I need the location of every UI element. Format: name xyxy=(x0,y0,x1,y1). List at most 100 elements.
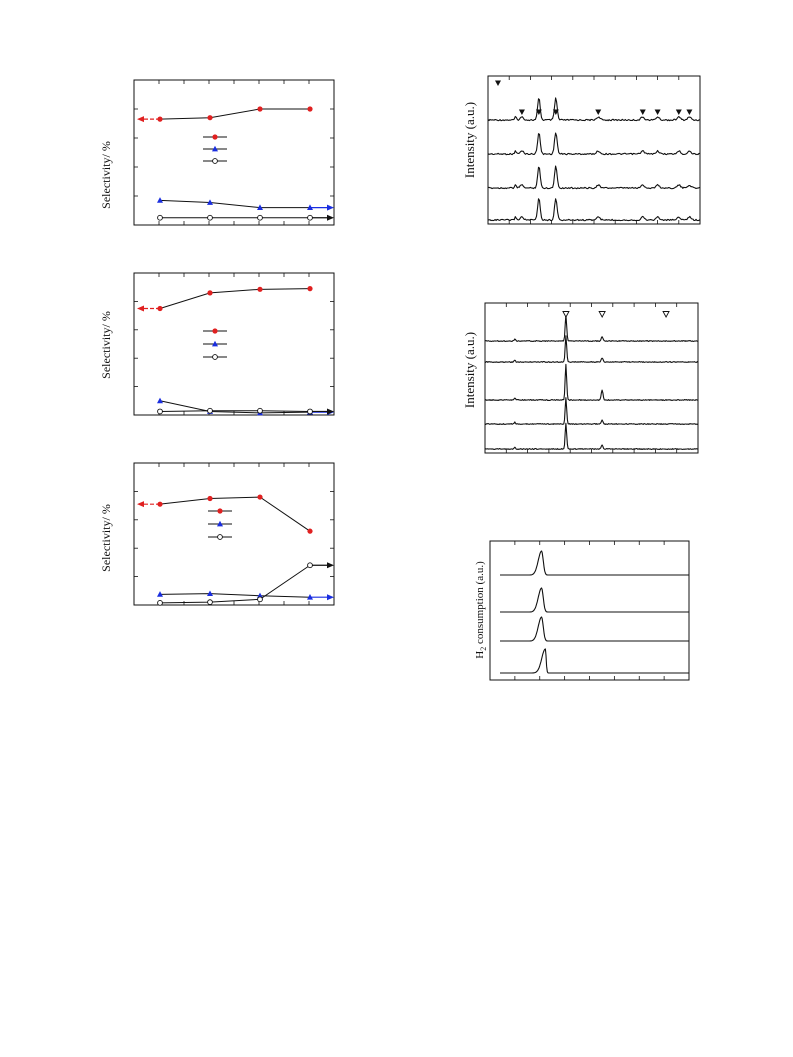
diffraction-curve xyxy=(484,314,699,342)
selectivity-chart-b: Selectivity/ % xyxy=(99,272,335,416)
data-point xyxy=(207,199,213,205)
plot-frame xyxy=(484,302,699,454)
diffraction-curve xyxy=(487,198,701,222)
tpr-curve xyxy=(500,587,689,613)
data-point xyxy=(307,204,313,210)
xrd-chart-a: Intensity (a.u.) xyxy=(462,75,701,225)
data-point xyxy=(257,407,263,414)
series-line xyxy=(159,496,311,532)
legend-marker xyxy=(212,158,218,164)
data-point xyxy=(157,600,163,606)
y-axis-label: Selectivity/ % xyxy=(99,504,113,572)
data-point xyxy=(307,214,313,221)
plot-frame xyxy=(489,540,690,681)
axis-arrow-head xyxy=(327,204,334,211)
data-point xyxy=(157,214,163,221)
y-axis-label-sub: 2 xyxy=(479,647,488,651)
phase-marker xyxy=(639,109,646,115)
series-line xyxy=(159,564,311,604)
plot-frame xyxy=(133,79,335,226)
diffraction-curve xyxy=(484,397,699,425)
data-point xyxy=(307,408,313,415)
data-point xyxy=(157,591,163,597)
phase-marker xyxy=(552,109,559,115)
series-line xyxy=(159,199,310,209)
series-line xyxy=(159,288,311,309)
legend-marker xyxy=(217,534,223,540)
axis-arrow-head xyxy=(137,116,144,123)
data-point xyxy=(157,305,163,312)
legend-marker xyxy=(212,340,218,347)
selectivity-chart-c: Selectivity/ % xyxy=(99,462,335,606)
diffraction-curve xyxy=(487,132,701,156)
data-point xyxy=(157,197,163,203)
legend-marker xyxy=(217,508,223,514)
data-point xyxy=(207,115,213,121)
series-line xyxy=(159,410,311,412)
data-point xyxy=(307,593,313,600)
series-line xyxy=(159,400,311,414)
tpr-curve xyxy=(500,616,689,642)
tpr-curve xyxy=(500,648,689,674)
tpr-curve xyxy=(500,550,689,576)
selectivity-chart-a: Selectivity/ % xyxy=(99,79,335,226)
diffraction-curve xyxy=(487,97,701,122)
data-point xyxy=(157,397,163,404)
phase-marker xyxy=(535,109,542,115)
data-point xyxy=(307,106,313,112)
data-point xyxy=(157,116,163,122)
axis-arrow-head xyxy=(327,562,334,569)
data-point xyxy=(257,286,263,292)
legend-marker xyxy=(212,145,218,152)
data-point xyxy=(207,590,213,597)
data-point xyxy=(257,592,263,599)
data-point xyxy=(207,290,213,296)
xrd-chart-b: Intensity (a.u.) xyxy=(462,302,699,454)
data-point xyxy=(207,214,213,221)
data-point xyxy=(207,599,213,606)
series-line xyxy=(159,593,311,598)
plot-frame xyxy=(487,75,701,225)
data-point xyxy=(257,596,263,603)
y-axis-label-h: H xyxy=(474,651,486,659)
data-point xyxy=(257,494,263,500)
y-axis-label: Intensity (a.u.) xyxy=(462,332,477,408)
data-point xyxy=(257,204,263,210)
data-point xyxy=(157,501,163,507)
axis-arrow-head xyxy=(327,594,334,601)
phase-marker xyxy=(662,311,670,318)
phase-marker xyxy=(518,109,525,115)
axis-arrow-head xyxy=(327,408,334,415)
phase-marker xyxy=(654,109,661,115)
legend-marker xyxy=(217,520,223,527)
y-axis-label: Selectivity/ % xyxy=(99,141,113,209)
data-point xyxy=(157,408,163,415)
phase-marker xyxy=(686,109,693,115)
data-point xyxy=(257,214,263,221)
plot-frame xyxy=(133,462,335,606)
phase-marker xyxy=(598,311,606,318)
axis-arrow-head xyxy=(137,305,144,312)
series-line xyxy=(159,108,310,120)
diffraction-curve xyxy=(485,363,699,401)
axis-arrow-head xyxy=(137,501,144,508)
y-axis-label-rest: consumption (a.u.) xyxy=(474,561,486,647)
y-axis-label: Intensity (a.u.) xyxy=(462,102,477,178)
legend-marker xyxy=(212,354,218,360)
data-point xyxy=(307,286,313,292)
data-point xyxy=(207,495,213,502)
plot-frame xyxy=(133,272,335,416)
phase-marker xyxy=(595,109,602,115)
legend-marker xyxy=(212,328,218,334)
phase-marker xyxy=(562,311,570,318)
diffraction-curve xyxy=(487,165,701,190)
data-point xyxy=(207,407,213,414)
diffraction-curve xyxy=(484,335,699,363)
phase-marker xyxy=(675,109,682,115)
data-point xyxy=(307,562,313,569)
tpr-chart: H2 consumption (a.u.) xyxy=(474,540,690,681)
axis-arrow-head xyxy=(327,214,334,221)
phase-marker xyxy=(495,80,501,86)
data-point xyxy=(307,528,313,534)
